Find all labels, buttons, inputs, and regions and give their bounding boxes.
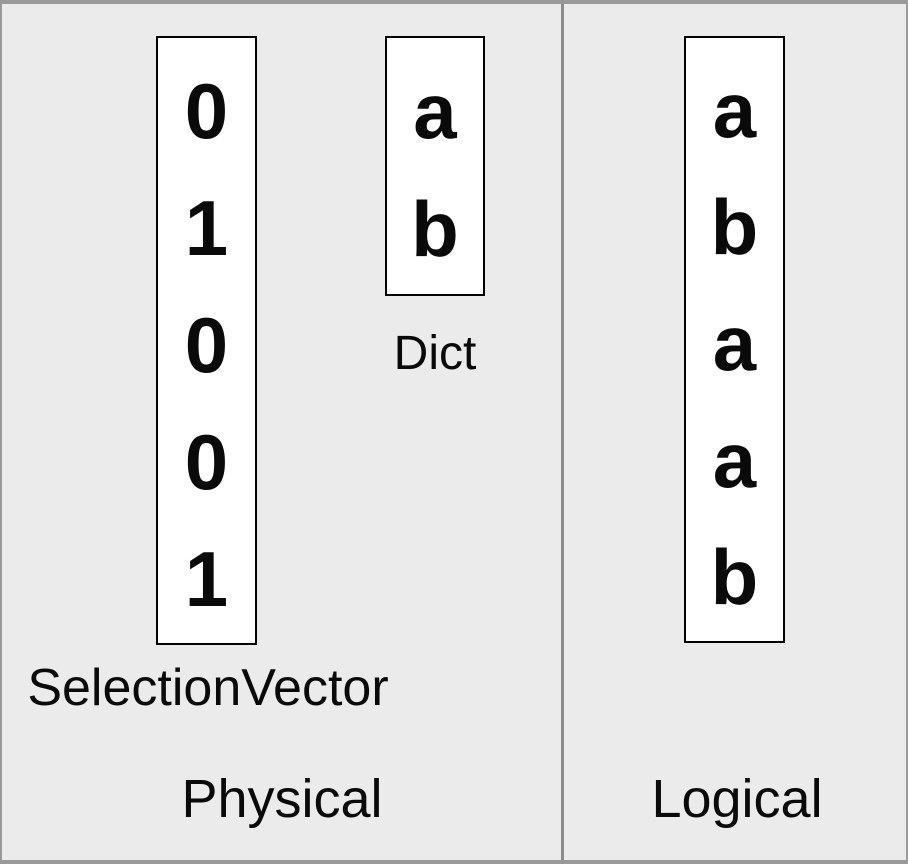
selection-vector-cell: 0 [184,66,229,155]
dict-box: a b [385,36,485,296]
selection-vector-cell: 1 [184,534,229,623]
dict-cell: a [413,67,457,155]
dict-label: Dict [393,327,477,380]
logical-cell: a [712,299,757,388]
logical-cell: a [712,66,757,155]
panel-divider [561,0,564,864]
selection-vector-cell: 1 [184,183,229,272]
physical-panel-title: Physical [181,769,383,829]
selection-vector-cell: 0 [184,417,229,506]
selection-vector-cell: 0 [184,300,229,389]
logical-vector-box: a b a a b [684,36,785,643]
logical-cell: b [710,532,759,621]
selection-vector-label: SelectionVector [27,659,389,717]
logical-cell: a [712,416,757,505]
logical-cell: b [710,182,759,271]
selection-vector-box: 0 1 0 0 1 [156,36,257,645]
dict-cell: b [411,185,459,273]
logical-panel-title: Logical [651,769,823,829]
